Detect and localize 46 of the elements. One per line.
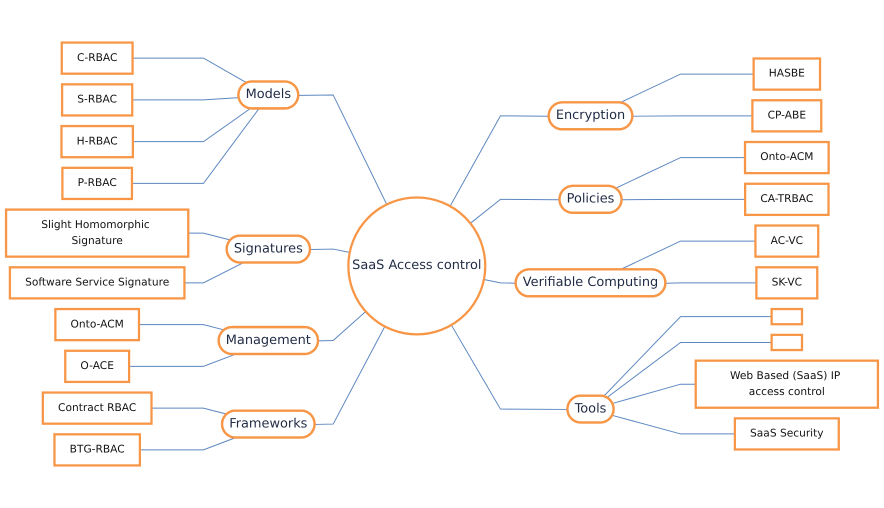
connector — [470, 198, 560, 224]
node-box: HASBE — [752, 57, 822, 91]
connector — [131, 108, 260, 184]
connector — [632, 115, 753, 117]
node-box: SaaS Security — [734, 417, 840, 451]
connector — [612, 414, 736, 434]
connector — [310, 248, 350, 253]
connector — [450, 115, 550, 207]
node-box: H-RBAC — [60, 124, 134, 158]
node-box: Slight Homomorphic Signature — [4, 208, 190, 258]
connector — [621, 198, 746, 200]
node-box: Onto-ACM — [54, 308, 140, 342]
connector — [603, 316, 772, 397]
node-circle: SaaS Access control — [347, 196, 486, 336]
connector — [298, 94, 388, 205]
node-box: Contract RBAC — [42, 391, 153, 425]
node-box: O-ACE — [64, 350, 130, 384]
node-box: S-RBAC — [60, 83, 134, 117]
connector — [188, 232, 232, 241]
node-box: BTG-RBAC — [53, 433, 142, 467]
connector — [606, 342, 772, 398]
connector — [450, 324, 568, 410]
connector — [615, 157, 746, 189]
connector — [128, 354, 236, 367]
connector — [132, 58, 248, 84]
connector — [318, 311, 366, 342]
connector — [184, 262, 244, 284]
node-box: Software Service Signature — [8, 266, 186, 300]
connector — [665, 282, 757, 284]
connector — [612, 384, 696, 404]
node-box: Onto-ACM — [744, 140, 830, 174]
node-box: Web Based (SaaS) IP access control — [694, 360, 880, 409]
node-box — [770, 308, 804, 326]
connector — [132, 97, 240, 100]
connector — [314, 326, 386, 425]
connector — [151, 408, 228, 415]
connector — [139, 437, 236, 450]
node-box: SK-VC — [755, 266, 818, 300]
connector — [483, 279, 517, 284]
node-box: P-RBAC — [61, 166, 134, 200]
node-box: CA-TRBAC — [744, 182, 830, 216]
connector — [132, 108, 251, 142]
node-box — [770, 334, 804, 352]
node-box: AC-VC — [754, 224, 820, 258]
node-box: CP-ABE — [751, 99, 822, 133]
node-box: C-RBAC — [60, 41, 134, 75]
